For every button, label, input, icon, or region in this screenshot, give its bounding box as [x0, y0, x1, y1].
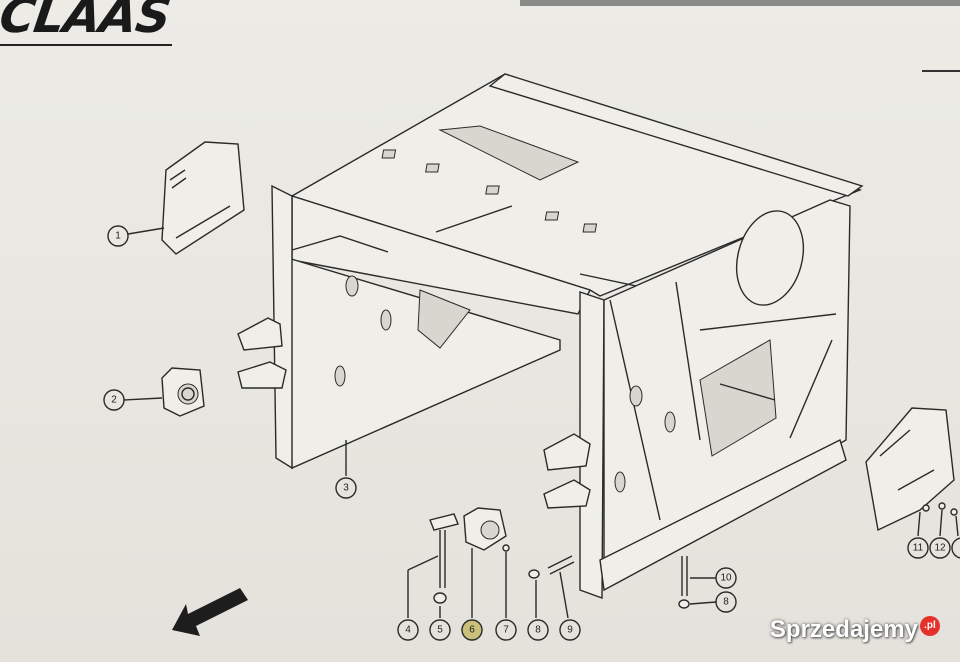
- watermark-text: Sprzedajemy: [769, 616, 918, 643]
- sprzedajemy-watermark: Sprzedajemy.pl: [770, 616, 940, 644]
- svg-text:3: 3: [343, 483, 349, 494]
- callout-9: 9: [559, 619, 581, 641]
- svg-text:1: 1: [115, 231, 121, 242]
- part-6-bearing-block: [463, 507, 507, 551]
- callout-3: 3: [335, 477, 357, 499]
- svg-text:11: 11: [913, 543, 924, 554]
- part-2-bearing-block: [161, 367, 205, 417]
- callout-7: 7: [495, 619, 517, 641]
- callout-11: 11: [907, 537, 929, 559]
- svg-text:9: 9: [567, 625, 573, 636]
- callout-8-right: 8: [715, 591, 737, 613]
- top-border-rule: [520, 0, 960, 6]
- part-3-main-frame: [237, 73, 864, 599]
- callout-10: 10: [715, 567, 737, 589]
- svg-text:5: 5: [437, 625, 443, 636]
- svg-text:7: 7: [503, 625, 509, 636]
- right-rule: [922, 70, 960, 72]
- callout-12: 12: [929, 537, 951, 559]
- callout-6: 6: [461, 619, 483, 641]
- callout-5: 5: [429, 619, 451, 641]
- part-11-right-cover: [865, 407, 958, 532]
- callout-1: 1: [107, 225, 129, 247]
- svg-text:12: 12: [934, 543, 946, 554]
- leader-lines: [123, 227, 959, 619]
- callout-8: 8: [527, 619, 549, 641]
- svg-text:8: 8: [723, 597, 729, 608]
- svg-text:8: 8: [535, 625, 541, 636]
- callout-partial-edge: [951, 537, 960, 559]
- callout-2: 2: [103, 389, 125, 411]
- arrow-icon: [172, 588, 248, 636]
- part-5-nut: [433, 592, 447, 604]
- part-1-cover-plate: [161, 141, 245, 255]
- svg-text:2: 2: [111, 395, 117, 406]
- part-7-washer: [502, 544, 510, 552]
- logo-underline: [0, 44, 172, 46]
- watermark-badge: .pl: [920, 616, 940, 636]
- part-10-bolt: [678, 556, 690, 609]
- part-4-bolt: [429, 513, 459, 588]
- svg-text:4: 4: [405, 625, 411, 636]
- svg-text:10: 10: [720, 573, 732, 584]
- callout-4: 4: [397, 619, 419, 641]
- part-8-9-bolt-set: [528, 555, 575, 579]
- svg-text:6: 6: [469, 625, 475, 636]
